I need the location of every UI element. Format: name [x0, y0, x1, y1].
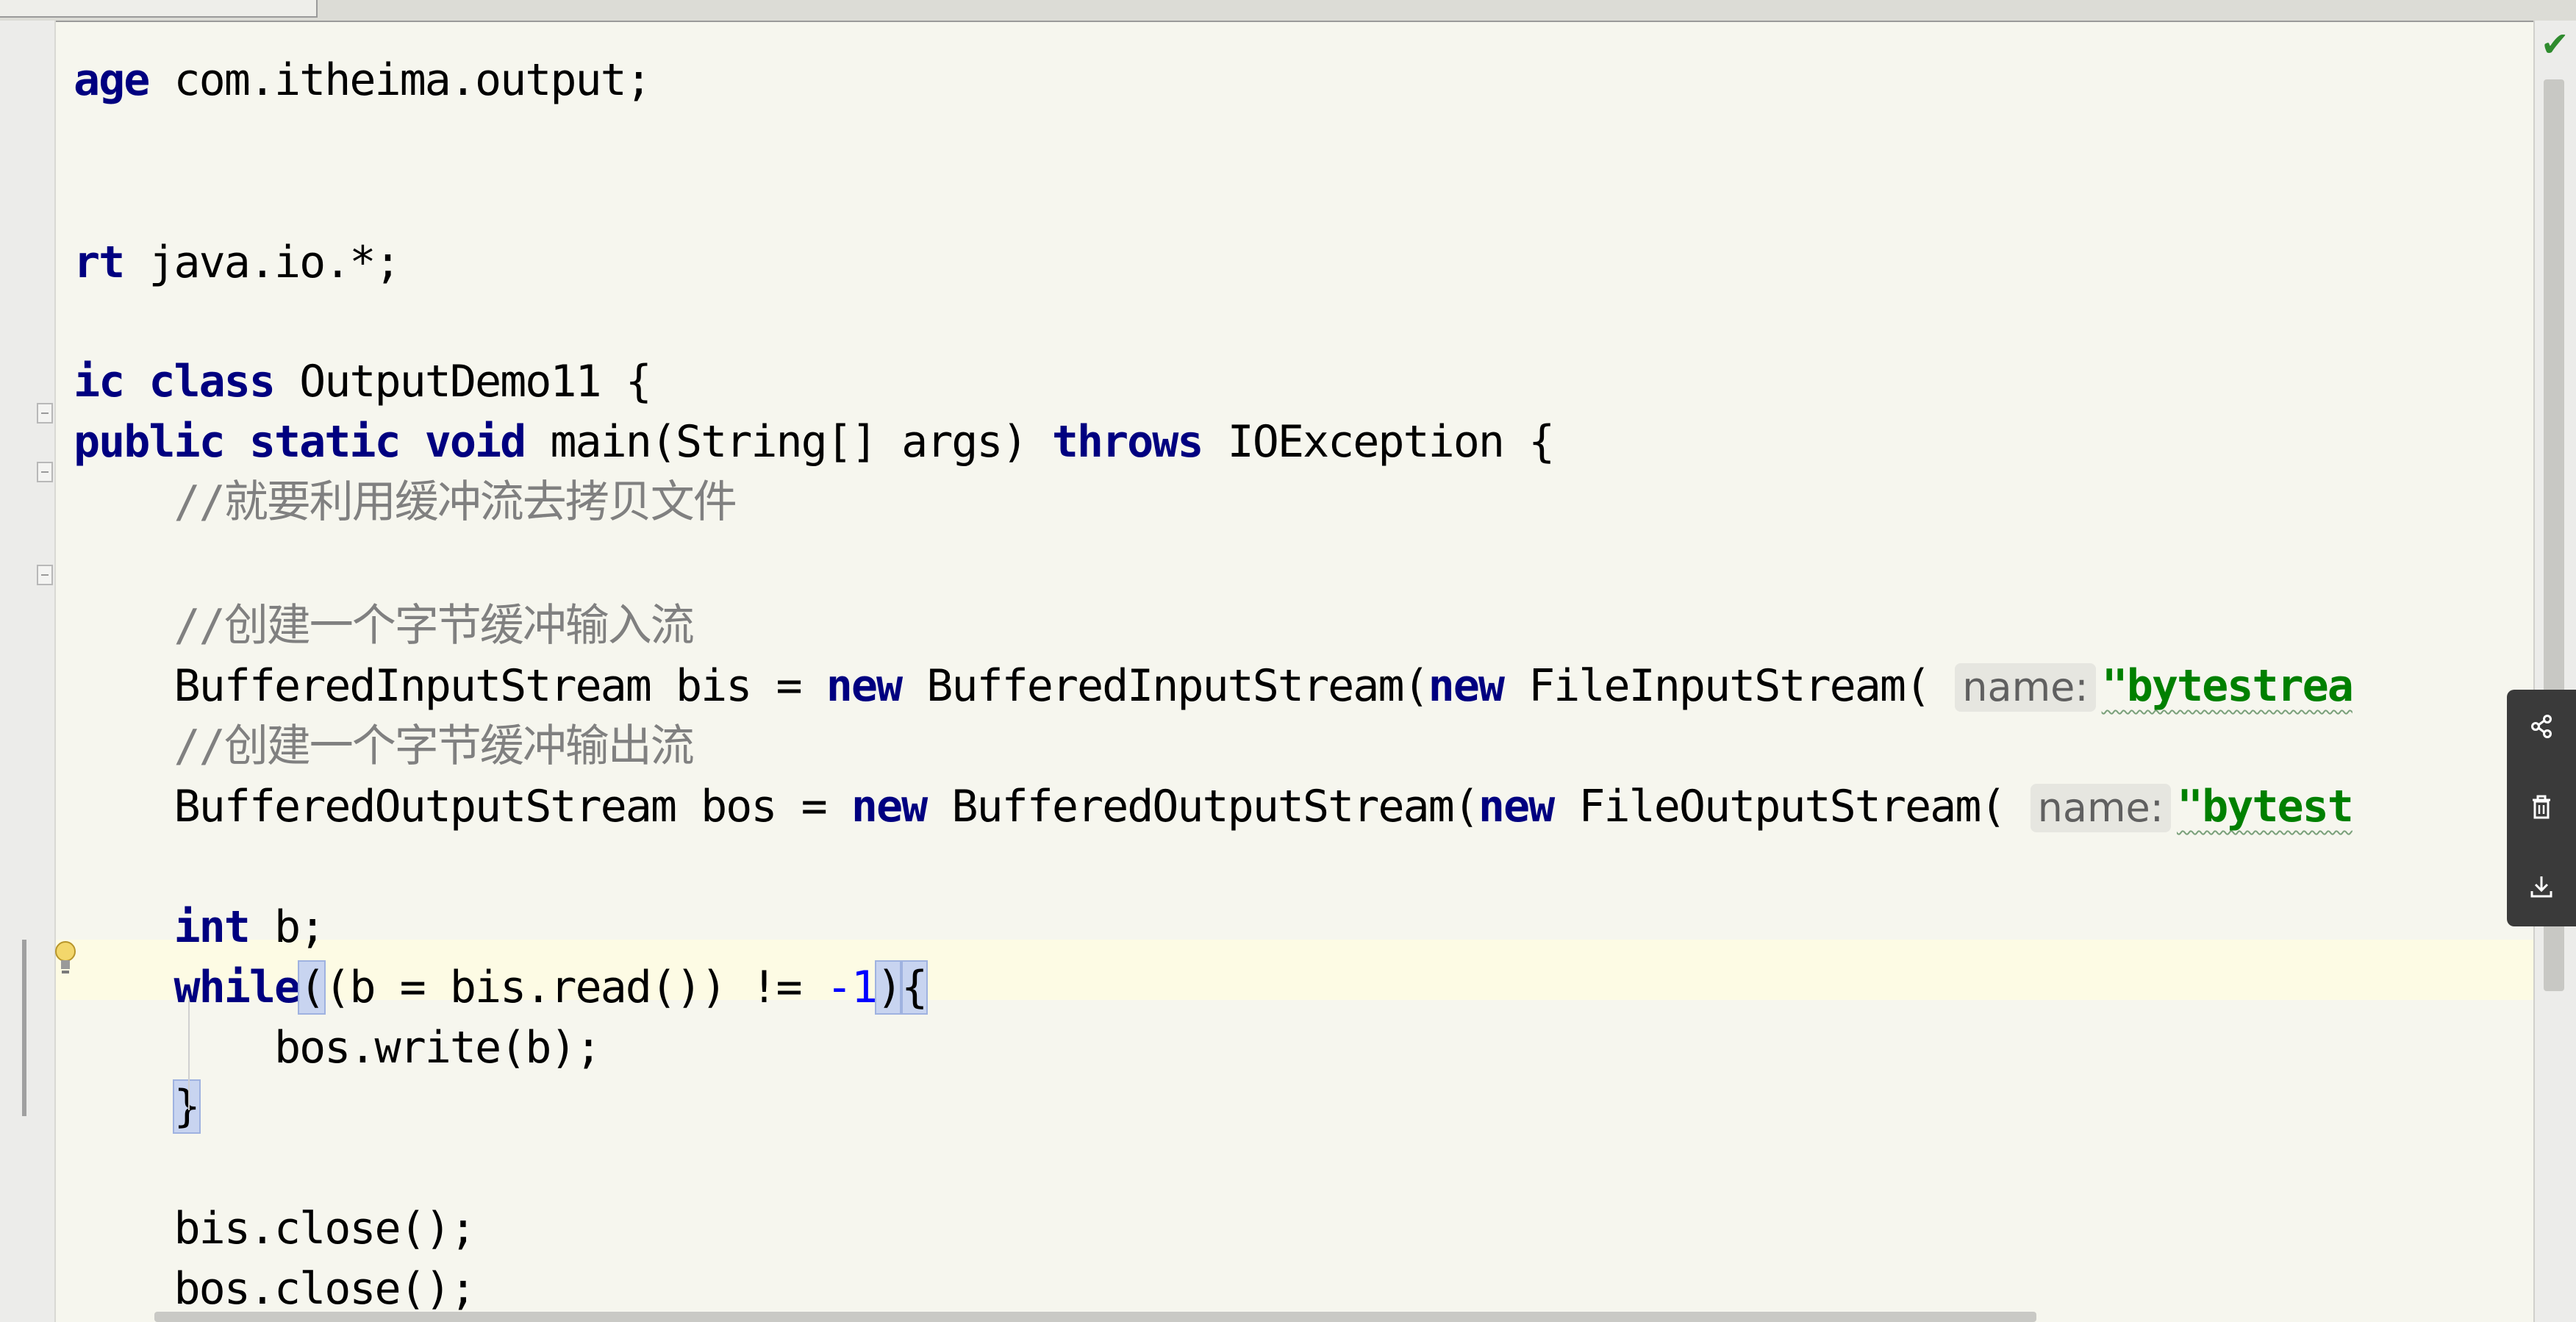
code-token: java.io.*;: [124, 237, 401, 288]
code-token: main(String[] args): [525, 416, 1052, 468]
matched-brace: {: [900, 960, 929, 1015]
code-token: [74, 962, 174, 1013]
code-token: "bytest: [2176, 781, 2354, 832]
editor-tab[interactable]: [0, 0, 318, 18]
code-token: new: [1428, 660, 1505, 712]
code-line[interactable]: int b;: [74, 897, 326, 957]
code-token: age: [74, 54, 150, 106]
horizontal-scrollbar[interactable]: [154, 1312, 2036, 1322]
fold-marker-icon[interactable]: [37, 565, 53, 585]
code-token: new: [851, 781, 928, 832]
code-token: OutputDemo11 {: [273, 356, 652, 407]
indent-guide: [188, 1000, 190, 1110]
code-token: IOException {: [1202, 416, 1556, 468]
code-token: //创建一个字节缓冲输出流: [74, 721, 694, 772]
code-token: [74, 901, 174, 953]
lightbulb-icon[interactable]: [53, 940, 78, 978]
code-line[interactable]: //创建一个字节缓冲输出流: [74, 716, 694, 776]
fold-marker-icon[interactable]: [37, 403, 53, 424]
vcs-change-marker[interactable]: [22, 940, 26, 1116]
floating-tool-panel: [2507, 690, 2576, 926]
parameter-hint: name:: [1955, 663, 2096, 712]
code-line[interactable]: public static void main(String[] args) t…: [74, 412, 1556, 472]
code-token: BufferedInputStream bis =: [74, 660, 826, 712]
check-icon[interactable]: ✔: [2541, 24, 2569, 64]
code-line[interactable]: //创建一个字节缓冲输入流: [74, 596, 694, 656]
share-icon[interactable]: [2507, 690, 2576, 763]
code-token: bos.write(b);: [74, 1022, 602, 1073]
code-line[interactable]: BufferedInputStream bis = new BufferedIn…: [74, 656, 2354, 716]
code-token: throws: [1051, 416, 1204, 468]
code-token: new: [826, 660, 903, 712]
editor-gutter[interactable]: [0, 21, 56, 1322]
code-token: int: [173, 901, 251, 953]
code-token: BufferedOutputStream bos =: [74, 781, 851, 832]
code-editor[interactable]: age com.itheima.output; rt java.io.*; ic c…: [56, 21, 2533, 1315]
code-token: public static void: [74, 416, 526, 468]
code-line[interactable]: //就要利用缓冲流去拷贝文件: [74, 472, 737, 532]
code-token: //就要利用缓冲流去拷贝文件: [74, 476, 737, 528]
code-token: bos.close();: [74, 1263, 476, 1315]
code-line[interactable]: while((b = bis.read()) != -1){: [74, 957, 929, 1018]
editor-tab-bar: [0, 0, 2576, 22]
code-token: while: [173, 962, 301, 1013]
code-token: FileInputStream(: [1503, 660, 1956, 712]
trash-icon[interactable]: [2507, 771, 2576, 844]
code-token: ic class: [74, 356, 276, 407]
code-token: -1: [826, 962, 878, 1013]
code-token: (b = bis.read()) !=: [324, 962, 826, 1013]
code-token: BufferedInputStream(: [901, 660, 1429, 712]
current-line-highlight: [56, 940, 2533, 1000]
code-token: com.itheima.output;: [149, 54, 651, 106]
error-stripe: ✔: [2533, 21, 2576, 1322]
code-line[interactable]: bos.close();: [74, 1259, 476, 1319]
code-line[interactable]: BufferedOutputStream bos = new BufferedO…: [74, 776, 2354, 837]
code-line[interactable]: bis.close();: [74, 1198, 476, 1259]
matched-brace: }: [172, 1079, 201, 1134]
download-icon[interactable]: [2507, 850, 2576, 923]
code-token: new: [1478, 781, 1555, 832]
parameter-hint: name:: [2030, 784, 2171, 832]
matched-brace: ): [874, 960, 904, 1015]
code-token: "bytestrea: [2101, 660, 2354, 712]
code-token: BufferedOutputStream(: [926, 781, 1480, 832]
code-line[interactable]: ic class OutputDemo11 {: [74, 351, 652, 412]
matched-brace: (: [298, 960, 326, 1015]
code-token: FileOutputStream(: [1553, 781, 2031, 832]
code-line[interactable]: bos.write(b);: [74, 1018, 602, 1078]
code-token: bis.close();: [74, 1203, 476, 1254]
code-line[interactable]: rt java.io.*;: [74, 232, 401, 293]
code-token: rt: [74, 237, 125, 288]
fold-marker-icon[interactable]: [37, 462, 53, 482]
code-token: [74, 1081, 174, 1132]
code-token: //创建一个字节缓冲输入流: [74, 600, 694, 651]
code-line[interactable]: age com.itheima.output;: [74, 50, 652, 110]
code-line[interactable]: }: [74, 1076, 201, 1137]
code-token: b;: [248, 901, 326, 953]
